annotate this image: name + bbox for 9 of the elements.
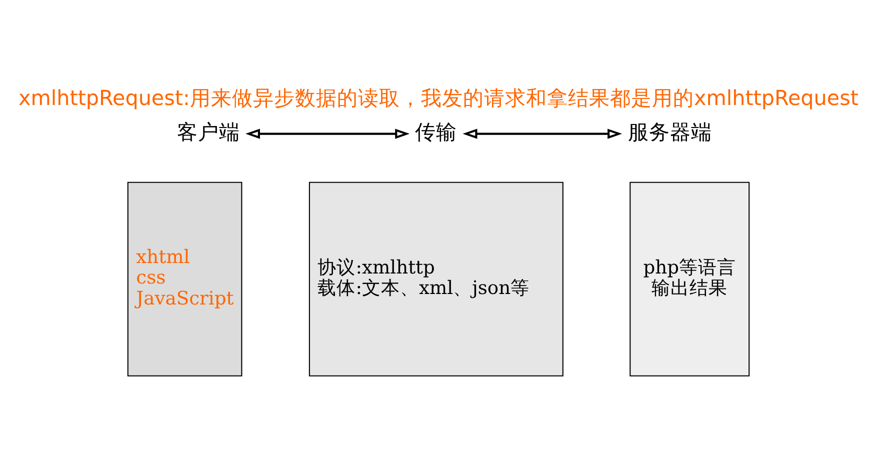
node-box: 协议:xmlhttp 载体:文本、xml、json等 [308,182,564,376]
arrow [462,128,622,139]
node-box: php等语言 输出结果 [630,182,750,376]
node-text: 服务器端 [628,120,712,144]
arrow [245,128,410,139]
node-text: 客户端 [177,120,240,144]
node-box: xhtml css JavaScript [127,182,242,376]
diagram-title: xmlhttpRequest:用来做异步数据的读取，我发的请求和拿结果都是用的xmlhttpRequest [18,86,858,110]
node-text: 传输 [415,120,458,144]
